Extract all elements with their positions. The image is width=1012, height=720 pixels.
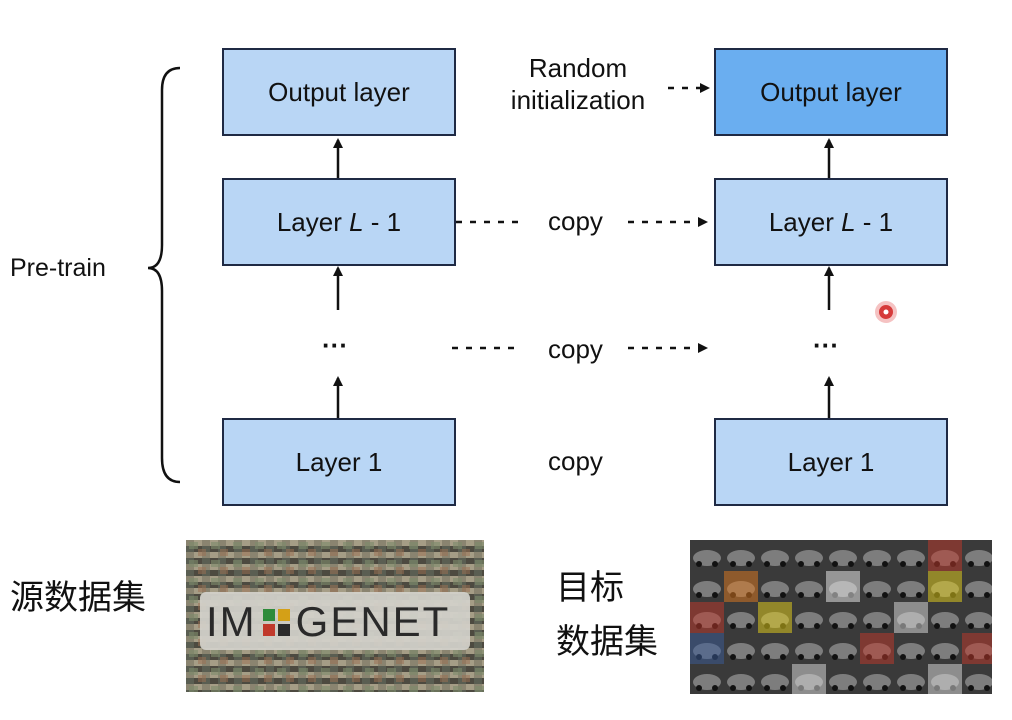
cars-image [690,540,992,694]
left-ellipsis: ··· [322,330,348,360]
right-output-layer-box: Output layer [714,48,948,136]
left-layer-l-label: Layer L - 1 [276,206,402,237]
pretrain-brace [147,66,181,484]
left-output-layer-box: Output layer [222,48,456,136]
random-init-label: Random initialization [498,52,658,116]
right-output-layer-label: Output layer [760,76,902,107]
right-layer-1-label: Layer 1 [787,446,875,477]
imagenet-mosaic [186,540,484,692]
target-dataset-label-line2: 数据集 [556,622,658,662]
right-layer-1-box: Layer 1 [714,418,948,506]
copy-label-bottom: copy [548,446,603,476]
imagenet-logo-im: IM [206,598,257,645]
left-output-layer-label: Output layer [268,76,410,107]
imagenet-image: IM GENET [186,540,484,692]
right-layer-l-label: Layer L - 1 [768,206,894,237]
left-layer-1-label: Layer 1 [295,446,383,477]
imagenet-logo: IM GENET [206,594,450,650]
random-init-line1: Random [528,53,628,83]
right-ellipsis: ··· [813,330,839,360]
copy-label-top: copy [548,206,603,236]
cars-mosaic [690,540,992,694]
imagenet-logo-squares [262,608,290,636]
left-layer-1-box: Layer 1 [222,418,456,506]
pretrain-label: Pre-train [10,254,106,282]
right-layer-l-minus-1-box: Layer L - 1 [714,178,948,266]
imagenet-logo-genet: GENET [295,598,451,645]
target-dataset-label-line1: 目标 [556,568,624,608]
random-init-line2: initialization [510,85,646,115]
left-layer-l-minus-1-box: Layer L - 1 [222,178,456,266]
copy-label-mid: copy [548,334,603,364]
source-dataset-label: 源数据集 [10,578,146,618]
